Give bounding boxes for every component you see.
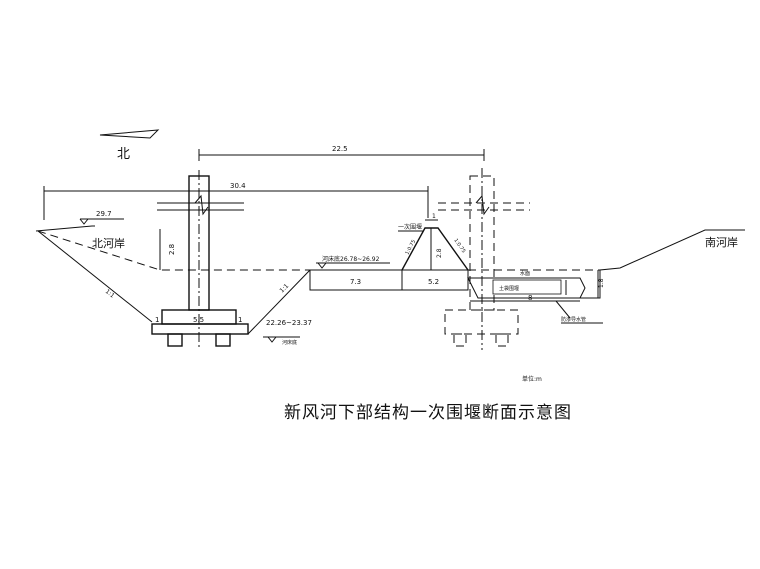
right-pier-column (469, 175, 495, 311)
dim-2-8-dam: 2.8 (436, 248, 443, 258)
right-footing (444, 309, 519, 335)
dim-8: 8 (528, 294, 532, 302)
left-pile-2 (215, 333, 231, 347)
north-arrow-shape (99, 129, 160, 139)
level-29-7: 29.7 (96, 210, 112, 218)
slope-a-label: 1:0.75 (404, 239, 417, 256)
right-pier (438, 168, 530, 350)
water-level-label: 河床底26.78~26.92 (322, 255, 380, 263)
left-pier: 5.5 1 1 (151, 170, 249, 350)
bed-level: 22.26~23.37 (266, 319, 312, 327)
dim-2-8-left: 2.8 (168, 244, 176, 255)
north-bank-label: 北河岸 (92, 237, 125, 250)
right-pile-1 (453, 333, 467, 347)
south-bank-label: 南河岸 (705, 236, 738, 249)
dim-5-2: 5.2 (428, 278, 439, 286)
right-pile-2 (495, 333, 509, 347)
drawing-title: 新风河下部结构一次围堰断面示意图 (284, 403, 572, 423)
water-surface-label: 水面 (520, 270, 530, 277)
dim-1-top: 1 (432, 213, 436, 220)
dimension-30-4: 30.4 (43, 182, 429, 220)
middle-slope: 1:1 22.26~23.37 河床底 (247, 269, 312, 346)
north-arrow: 北 (99, 129, 160, 162)
dim-5-5: 5.5 (193, 316, 204, 324)
slope-mid-label: 1:1 (278, 283, 290, 295)
left-pile-cap (151, 323, 249, 335)
cofferdam-base (309, 269, 469, 291)
seepage-label: 防渗导水管 (561, 316, 586, 323)
south-bank: 1.8 南河岸 (580, 229, 745, 299)
dam-fill-label: 土袋围堰 (499, 285, 519, 292)
north-label: 北 (117, 147, 130, 162)
cofferdam-label: 一次围堰 (398, 223, 422, 231)
dimension-22-5: 22.5 (198, 145, 485, 161)
dim-1-right: 1 (238, 316, 242, 324)
south-trench: 土袋围堰 8 水面 防渗导水管 (467, 269, 603, 324)
slope-left-label: 1:1 (104, 288, 116, 300)
dim-1-left: 1 (155, 316, 159, 324)
dim-1-8: 1.8 (598, 278, 605, 288)
dim-30-4-label: 30.4 (230, 182, 246, 190)
left-excavation: 1:1 2.8 (37, 229, 310, 323)
cofferdam: 7.3 5.2 河床底26.78~26.92 2.8 1:0.75 1:0.75… (309, 213, 469, 291)
dim-22-5-label: 22.5 (332, 145, 348, 153)
north-bank: 北河岸 29.7 (35, 210, 125, 250)
left-pile-1 (167, 333, 183, 347)
dim-7-3: 7.3 (350, 278, 361, 286)
bed-bottom-label: 河床底 (282, 339, 297, 346)
unit-label: 单位:m (522, 375, 542, 383)
